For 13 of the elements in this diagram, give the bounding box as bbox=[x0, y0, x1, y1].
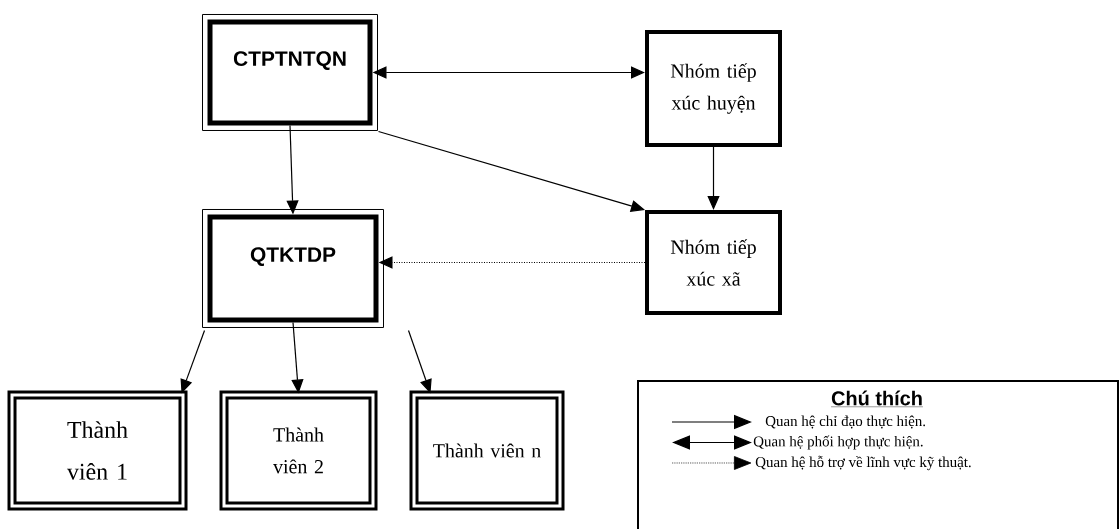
process-box: Nhóm tiếp xúc xã bbox=[645, 210, 782, 315]
legend-text: Quan hệ chỉ đạo thực hiện. bbox=[765, 415, 926, 429]
arrow bbox=[707, 146, 720, 210]
process-box: Nhóm tiếp xúc huyện bbox=[645, 30, 782, 147]
framed-box: CTPTNTQN bbox=[202, 14, 378, 131]
legend-title: Chú thích bbox=[830, 390, 924, 407]
framed-box: QTKTDP bbox=[202, 209, 384, 328]
arrow bbox=[377, 130, 645, 212]
legend-text: Quan hệ phối hợp thực hiện. bbox=[753, 435, 923, 450]
member-box: Thành viên n bbox=[409, 390, 565, 511]
legend-text: Quan hệ hỗ trợ về lĩnh vực kỹ thuật. bbox=[755, 455, 971, 471]
member-box: Thành viên 1 bbox=[7, 390, 188, 511]
member-box: Thành viên 2 bbox=[219, 390, 378, 511]
